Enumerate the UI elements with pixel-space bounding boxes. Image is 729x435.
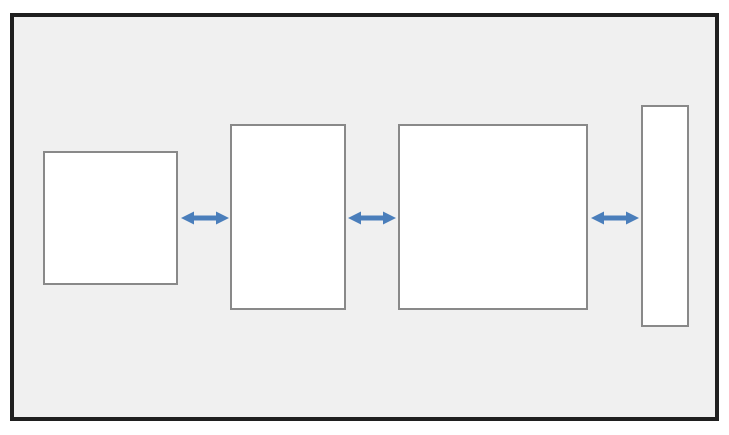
double-arrow-connector-3 xyxy=(591,210,639,226)
diagram-box-3 xyxy=(398,124,588,310)
double-arrow-connector-1 xyxy=(181,210,229,226)
double-arrow-icon xyxy=(348,211,396,225)
diagram-box-2 xyxy=(230,124,346,310)
double-arrow-shape xyxy=(348,211,396,225)
double-arrow-icon xyxy=(591,211,639,225)
double-arrow-connector-2 xyxy=(348,210,396,226)
diagram-box-1 xyxy=(43,151,178,285)
double-arrow-shape xyxy=(591,211,639,225)
double-arrow-shape xyxy=(181,211,229,225)
diagram-box-4 xyxy=(641,105,689,327)
double-arrow-icon xyxy=(181,211,229,225)
